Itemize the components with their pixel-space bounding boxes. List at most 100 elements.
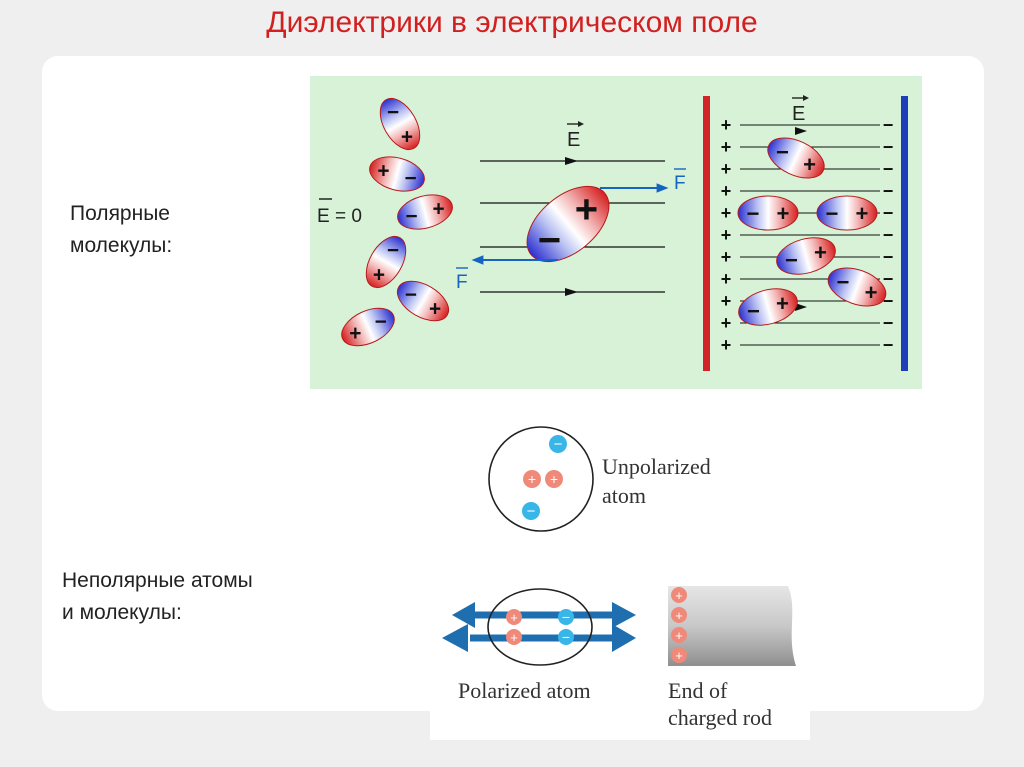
svg-text:+: + xyxy=(675,608,683,623)
svg-text:+: + xyxy=(856,201,869,226)
svg-text:−: − xyxy=(404,167,416,190)
rod-label-line-1: End of xyxy=(668,678,728,703)
svg-text:+: + xyxy=(675,648,683,663)
polarized-nucleus: + + xyxy=(506,609,522,645)
svg-text:−: − xyxy=(405,283,417,306)
polarized-electrons: − − xyxy=(558,609,574,645)
svg-text:+: + xyxy=(777,201,790,226)
svg-text:+: + xyxy=(675,628,683,643)
polar-molecules-diagram: E = 0 +−+−+−+−+−+− E +− F F +++++++++++ … xyxy=(310,76,922,389)
aligned-molecules: +−+−+−+−+−+− xyxy=(737,137,887,326)
svg-text:F: F xyxy=(456,272,468,293)
svg-text:+: + xyxy=(373,263,385,286)
dipole-molecule: +− xyxy=(776,237,836,275)
force-arrows: F F xyxy=(456,168,686,293)
polar-molecules-caption: Полярные молекулы: xyxy=(70,198,172,262)
svg-text:+: + xyxy=(721,203,732,223)
svg-text:−: − xyxy=(554,436,563,453)
positive-plate xyxy=(703,96,710,371)
slide-title: Диэлектрики в электрическом поле xyxy=(266,6,758,39)
positive-plate-charges: +++++++++++ xyxy=(721,115,732,355)
svg-text:+: + xyxy=(721,313,732,333)
electron-top: − xyxy=(549,435,567,453)
polarization-arrows xyxy=(442,602,636,652)
svg-text:−: − xyxy=(883,181,894,201)
dipole-molecule: +− xyxy=(396,280,450,322)
svg-text:E: E xyxy=(792,103,805,125)
svg-text:+: + xyxy=(721,335,732,355)
negative-plate xyxy=(901,96,908,371)
dipole-molecule: +− xyxy=(341,307,395,347)
svg-text:+: + xyxy=(377,160,389,183)
svg-text:−: − xyxy=(405,205,417,228)
svg-text:+: + xyxy=(803,152,816,177)
svg-text:E = 0: E = 0 xyxy=(317,206,362,227)
dipole-molecule: +− xyxy=(526,185,610,262)
svg-text:+: + xyxy=(401,125,413,148)
dipole-molecule: +− xyxy=(379,97,421,151)
svg-text:−: − xyxy=(883,137,894,157)
svg-text:−: − xyxy=(883,115,894,135)
svg-text:+: + xyxy=(575,188,598,232)
dipole-molecule: +− xyxy=(397,194,453,230)
force-label-left: F xyxy=(456,267,468,293)
random-molecules: +−+−+−+−+−+− xyxy=(341,97,453,347)
svg-text:+: + xyxy=(721,181,732,201)
e-zero-label: E = 0 xyxy=(317,198,362,227)
svg-text:−: − xyxy=(883,269,894,289)
svg-text:−: − xyxy=(883,247,894,267)
nonpolar-caption-line-1: Неполярные атомы xyxy=(62,569,253,592)
svg-text:+: + xyxy=(721,137,732,157)
svg-text:+: + xyxy=(721,115,732,135)
svg-text:+: + xyxy=(510,610,518,625)
svg-text:−: − xyxy=(883,313,894,333)
dipole-molecule: +− xyxy=(365,235,407,289)
svg-text:+: + xyxy=(721,247,732,267)
svg-text:−: − xyxy=(883,225,894,245)
rod-charges: + + + + xyxy=(671,587,687,663)
negative-plate-charges: −−−−−−−−−−− xyxy=(883,115,894,355)
svg-text:−: − xyxy=(527,503,536,520)
svg-text:−: − xyxy=(387,101,399,124)
unpolarized-label-line-2: atom xyxy=(602,483,646,508)
dipole-molecule: +− xyxy=(767,137,825,179)
dipole-molecule: +− xyxy=(816,195,878,231)
svg-text:−: − xyxy=(785,248,798,273)
dipole-molecule: +− xyxy=(827,267,887,307)
polarized-atom-outline xyxy=(487,588,593,666)
polar-caption-line-2: молекулы: xyxy=(70,234,173,257)
svg-text:−: − xyxy=(776,139,789,164)
svg-text:+: + xyxy=(510,630,518,645)
polar-caption-line-1: Полярные xyxy=(70,202,170,225)
svg-text:−: − xyxy=(387,239,399,262)
svg-text:−: − xyxy=(883,159,894,179)
nonpolar-caption: Неполярные атомы и молекулы: xyxy=(62,565,253,629)
svg-text:+: + xyxy=(776,291,789,316)
svg-text:+: + xyxy=(721,291,732,311)
polarized-atom-figure: + + − − Polarized atom + + + + End of ch… xyxy=(430,580,810,740)
svg-text:F: F xyxy=(674,173,686,194)
svg-text:+: + xyxy=(550,471,558,487)
svg-text:+: + xyxy=(432,198,444,221)
svg-text:+: + xyxy=(528,471,536,487)
svg-text:+: + xyxy=(721,159,732,179)
svg-text:−: − xyxy=(883,291,894,311)
svg-text:−: − xyxy=(747,299,760,324)
svg-text:+: + xyxy=(865,280,878,305)
charged-rod xyxy=(668,586,796,666)
dipole-molecule: +− xyxy=(738,288,798,326)
svg-text:+: + xyxy=(349,322,361,345)
dipole-molecule: +− xyxy=(737,195,799,231)
plate-field-label: E xyxy=(792,95,809,125)
electron-bottom: − xyxy=(522,502,540,520)
rod-label-line-2: charged rod xyxy=(668,705,772,730)
dipole-molecule: +− xyxy=(369,156,425,192)
nucleus: + + xyxy=(523,470,563,488)
svg-text:+: + xyxy=(721,225,732,245)
nonpolar-caption-line-2: и молекулы: xyxy=(62,601,182,624)
svg-text:−: − xyxy=(375,310,387,333)
svg-text:−: − xyxy=(562,609,570,625)
svg-text:−: − xyxy=(826,201,839,226)
svg-text:−: − xyxy=(883,203,894,223)
svg-text:+: + xyxy=(721,269,732,289)
